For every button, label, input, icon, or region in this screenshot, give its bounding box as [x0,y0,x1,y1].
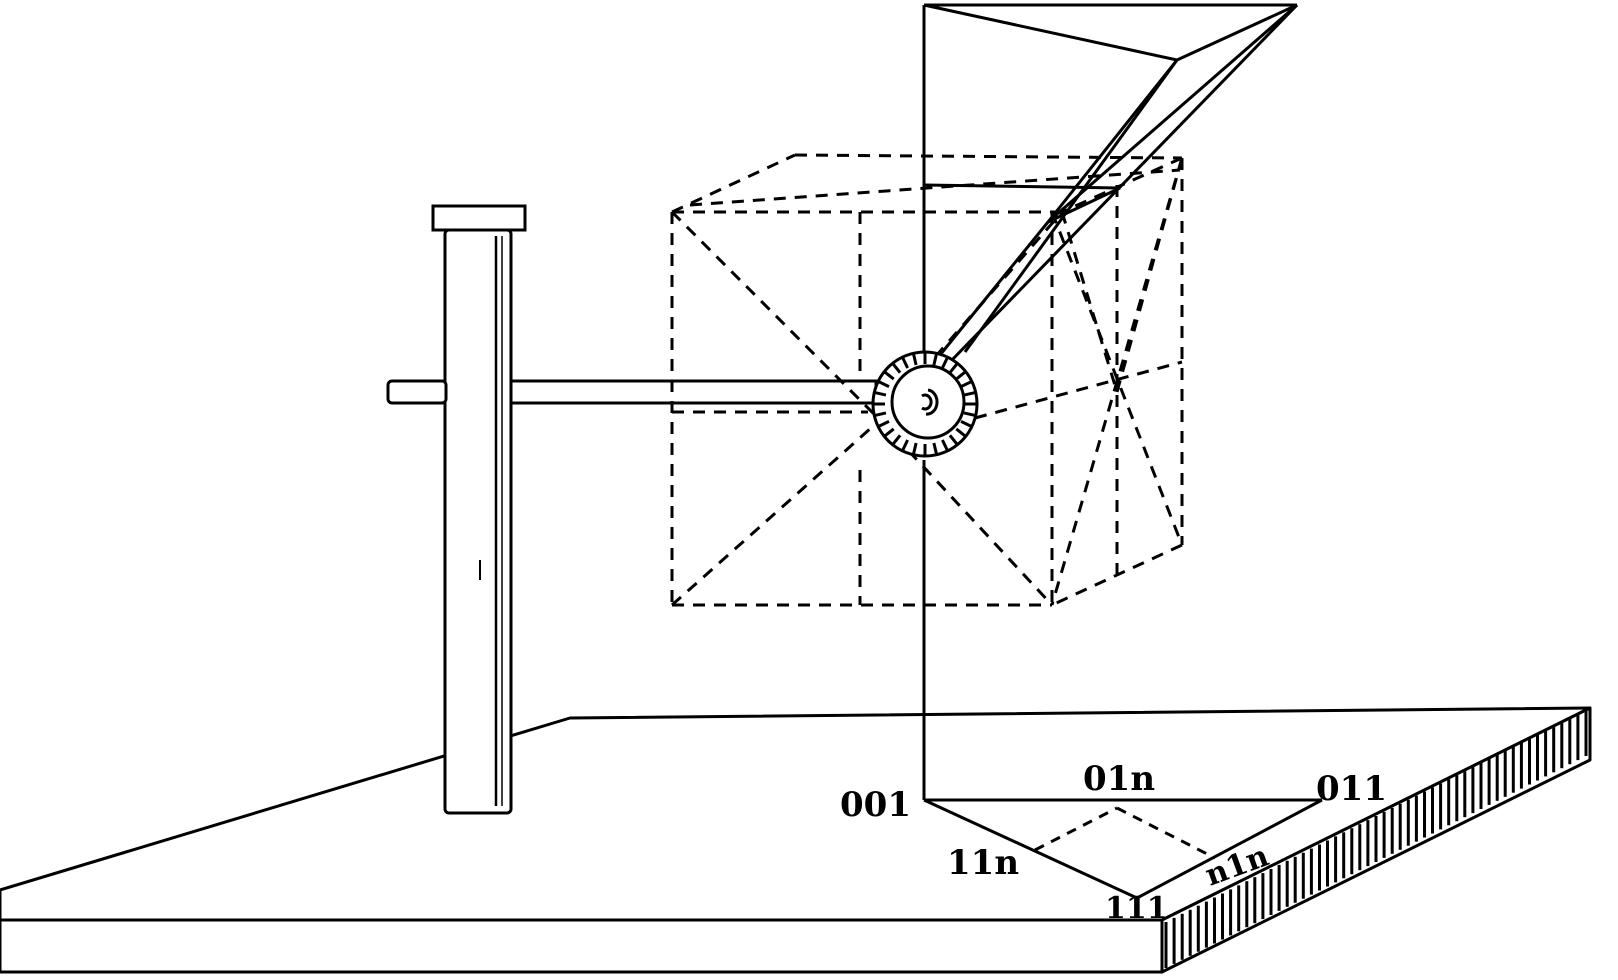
base-triangle-dashes [1034,806,1216,860]
gear-tooth [960,380,973,388]
gear-tooth [873,411,887,418]
gear-tooth [877,420,890,428]
gear-tooth [911,352,918,366]
gear-tooth [873,390,887,397]
gear-tooth [883,370,895,381]
gear-tooth [932,442,939,456]
gear-tooth [941,356,949,369]
gear-tooth [891,434,902,446]
gear-tooth [963,411,977,418]
base-board-front-edge [0,918,1164,974]
label-01n: 01n [1083,759,1155,799]
crystal-inner-disc [890,364,966,440]
gear-tooth [955,370,967,381]
gear-tooth [941,439,949,452]
gear-tooth [901,356,909,369]
crystal-spiral [921,388,939,416]
post-body [443,228,513,815]
base-board-edge-hatching [1164,710,1588,968]
crystal-pivot [871,350,979,458]
gear-tooth [911,442,918,456]
label-011: 011 [1316,769,1387,809]
crystal-gear-teeth [873,352,977,456]
projection-lines [922,3,1323,900]
label-11n: 11n [947,843,1019,883]
stand-post [431,204,527,815]
arm-rod [509,379,878,405]
gear-tooth [948,434,959,446]
gear-tooth [955,427,967,438]
gear-tooth [877,380,890,388]
gear-tooth [948,362,959,374]
gear-tooth [901,439,909,452]
gear-tooth [960,420,973,428]
horizontal-arm [386,379,878,405]
gear-tooth [932,352,939,366]
post-cap [431,204,527,232]
arm-left-stub [386,379,448,405]
gear-tooth [891,362,902,374]
label-001: 001 [840,785,911,825]
label-111: 111 [1105,891,1168,926]
gear-tooth [883,427,895,438]
gear-tooth [963,390,977,397]
base-board-top [0,706,1592,922]
